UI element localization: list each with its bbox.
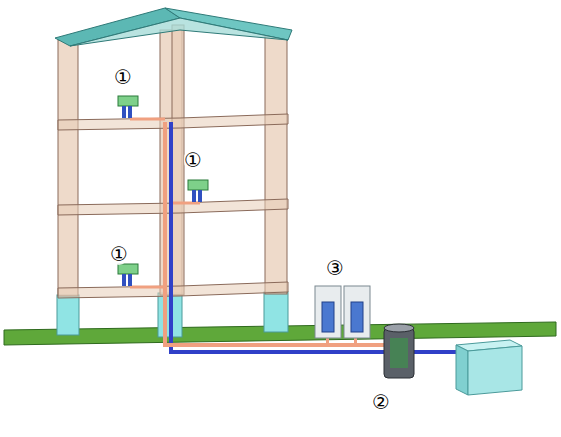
sinks — [118, 96, 208, 286]
treatment-cabinets — [315, 286, 370, 338]
callout-number: ② — [372, 391, 390, 413]
callout-number: ③ — [326, 257, 344, 279]
riser-pipes — [163, 122, 173, 352]
callout-number: ① — [184, 149, 202, 171]
roof — [55, 8, 292, 46]
callout-number: ① — [110, 243, 128, 265]
branch-pipes — [130, 119, 200, 287]
callout-number: ① — [114, 66, 132, 88]
underground-unit — [384, 324, 414, 378]
storage-tank — [456, 340, 522, 395]
